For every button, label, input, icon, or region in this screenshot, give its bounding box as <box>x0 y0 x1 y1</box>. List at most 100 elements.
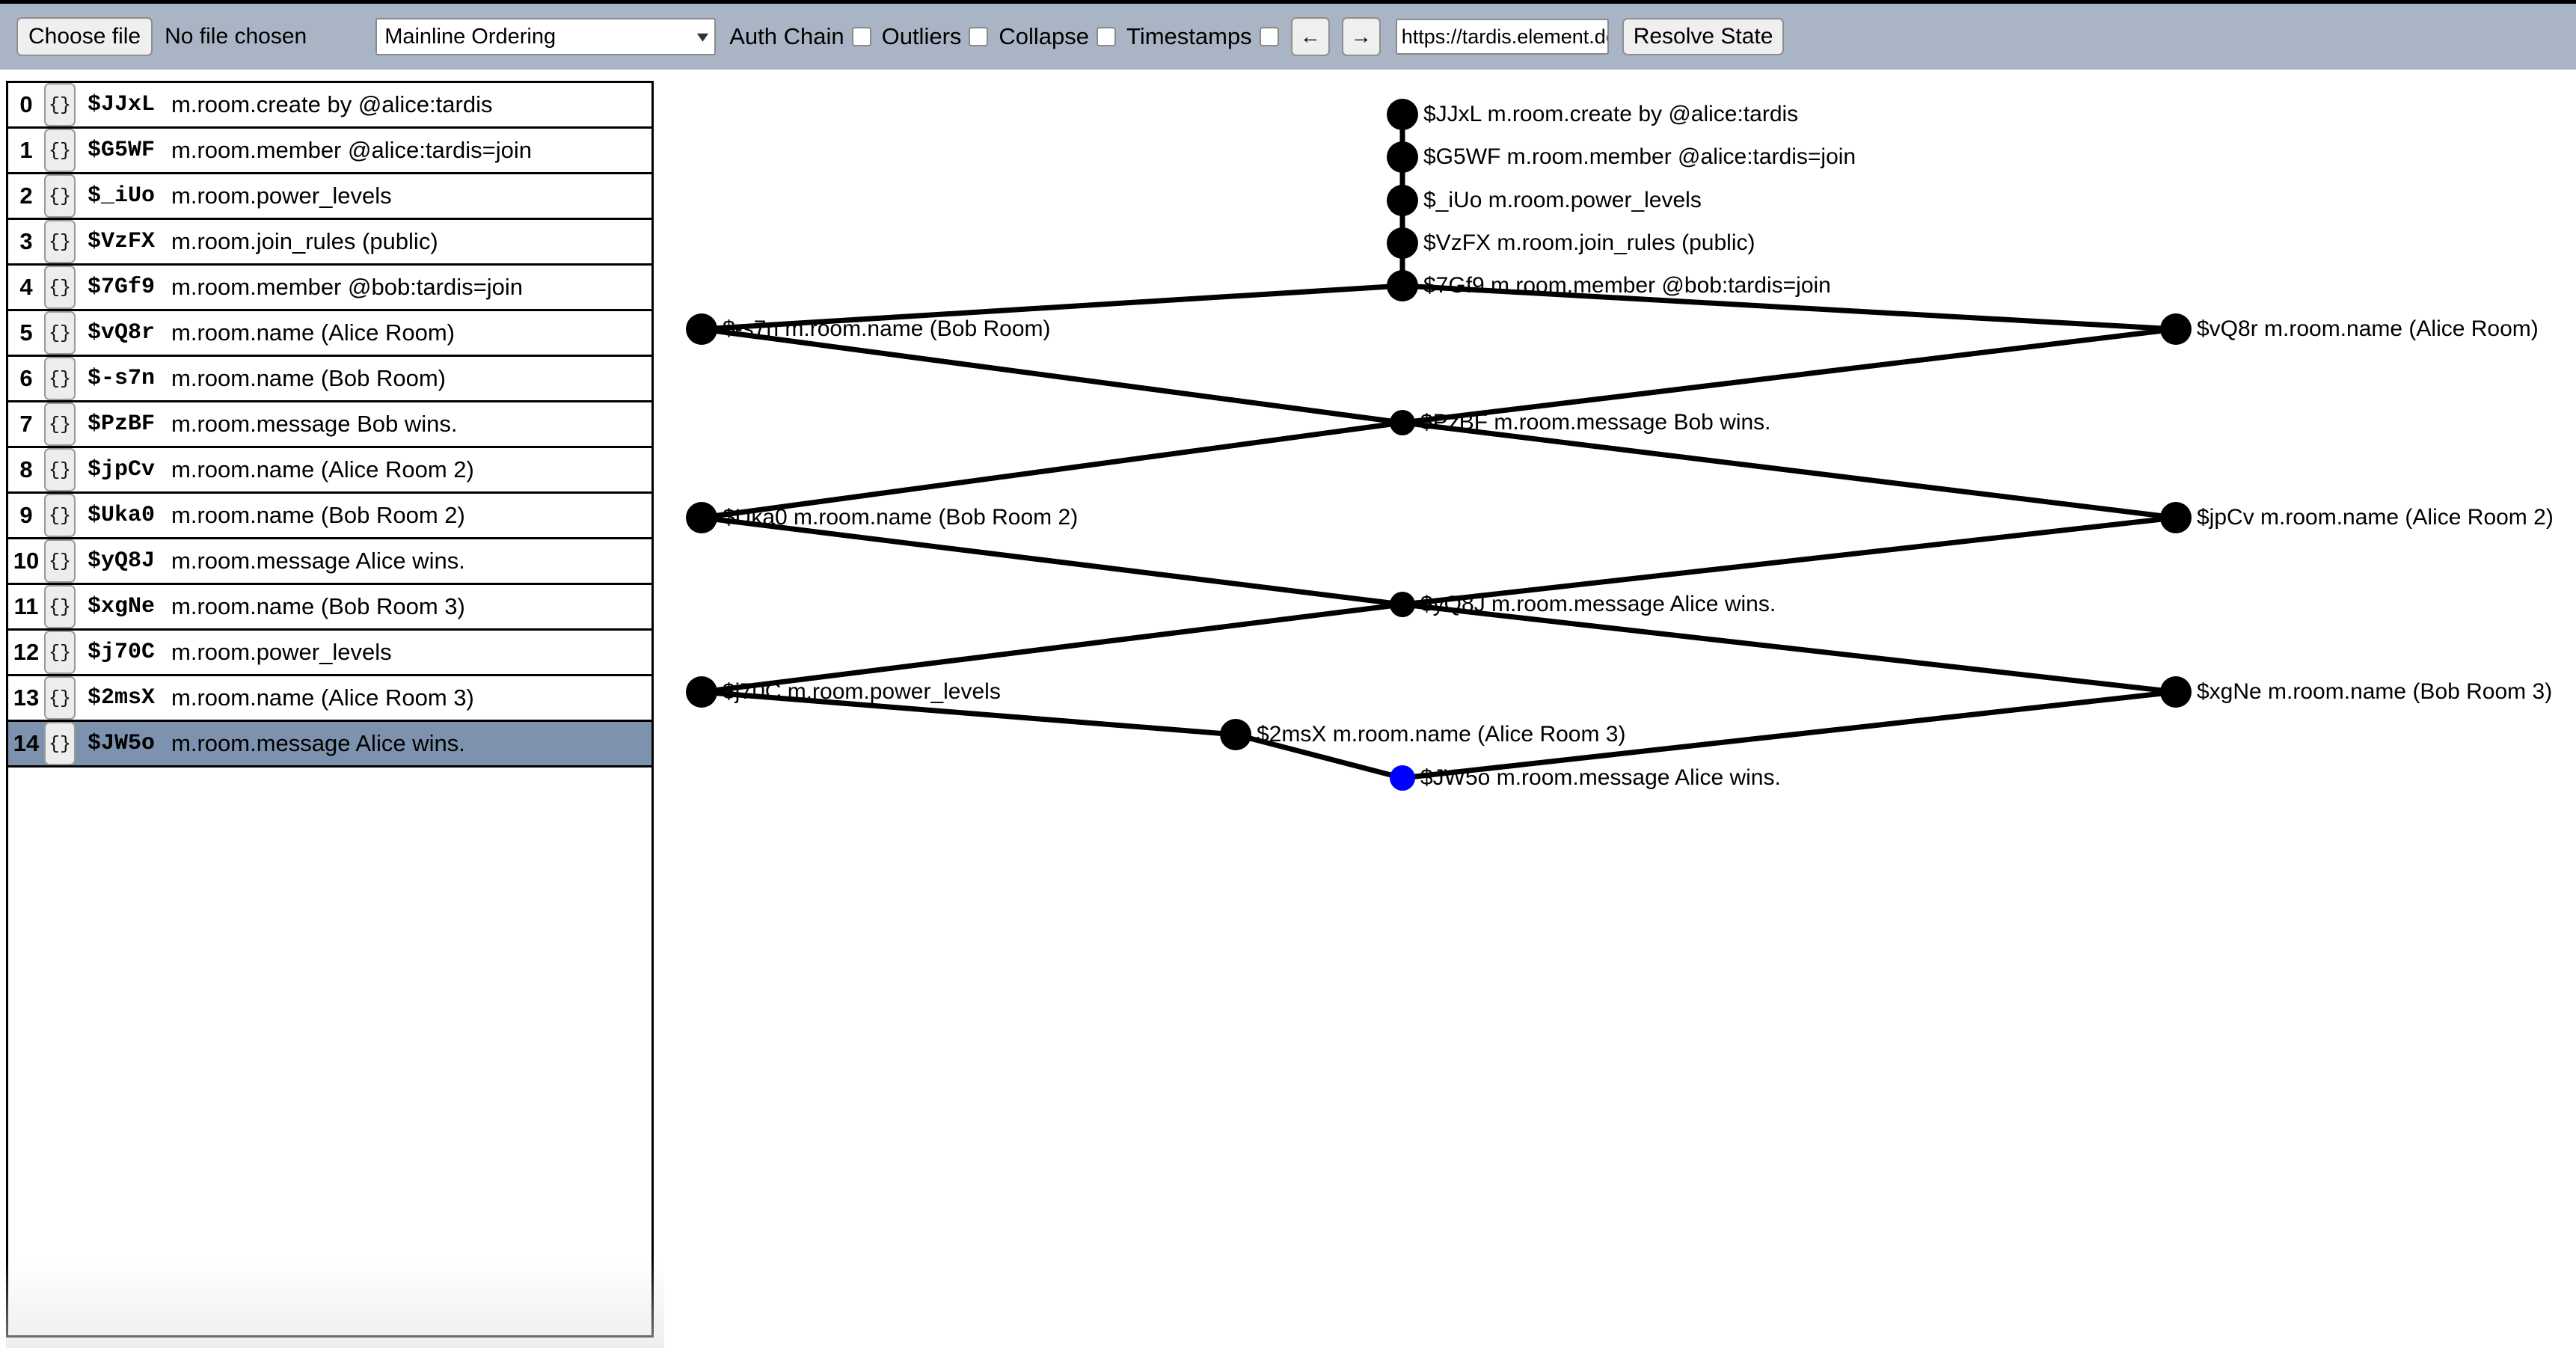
event-row-description: m.room.join_rules (public) <box>171 228 438 254</box>
choose-file-button[interactable]: Choose file <box>16 17 153 56</box>
event-row-id: $vQ8r <box>88 320 156 346</box>
ordering-select[interactable]: Mainline Ordering ▾ <box>375 18 717 55</box>
toolbar: Choose file No file chosen Mainline Orde… <box>0 0 2576 70</box>
event-list-row[interactable]: 2 {} $_iUo m.room.power_levels <box>8 174 651 220</box>
graph-node[interactable] <box>686 502 717 533</box>
auth-chain-checkbox[interactable] <box>851 27 871 46</box>
graph-node[interactable] <box>2160 502 2192 533</box>
event-row-index: 4 <box>19 274 33 300</box>
outliers-checkbox-group[interactable]: Outliers <box>882 23 989 50</box>
event-row-id: $j70C <box>88 640 156 665</box>
collapse-label: Collapse <box>999 23 1090 49</box>
timestamps-label: Timestamps <box>1126 23 1252 49</box>
collapse-checkbox[interactable] <box>1097 27 1117 46</box>
event-row-index: 7 <box>19 411 33 437</box>
event-row-description: m.room.create by @alice:tardis <box>171 91 493 117</box>
graph-node[interactable] <box>1387 270 1418 301</box>
graph-node[interactable] <box>686 676 717 708</box>
event-dag-graph[interactable]: $JJxL m.room.create by @alice:tardis$G5W… <box>666 75 2576 1348</box>
event-list-row[interactable]: 4 {} $7Gf9 m.room.member @bob:tardis=join <box>8 266 651 311</box>
event-row-index: 1 <box>19 137 33 163</box>
event-row-description: m.room.name (Bob Room) <box>171 365 446 391</box>
graph-canvas <box>686 99 2192 791</box>
auth-chain-label: Auth Chain <box>729 23 844 49</box>
url-input[interactable]: https://tardis.element.dev <box>1395 19 1609 55</box>
event-json-button[interactable]: {} <box>44 631 76 674</box>
graph-edge <box>1402 601 2177 695</box>
timestamps-checkbox-group[interactable]: Timestamps <box>1126 23 1279 50</box>
event-json-button[interactable]: {} <box>44 585 76 628</box>
graph-edge <box>1402 689 2177 781</box>
auth-chain-checkbox-group[interactable]: Auth Chain <box>729 23 871 50</box>
graph-node[interactable] <box>1387 99 1418 130</box>
event-json-button[interactable]: {} <box>44 448 76 491</box>
event-row-id: $_iUo <box>88 183 156 209</box>
event-row-id: $JW5o <box>88 731 156 756</box>
event-row-id: $JJxL <box>88 92 156 117</box>
timestamps-checkbox[interactable] <box>1259 27 1279 46</box>
event-list-row[interactable]: 6 {} $-s7n m.room.name (Bob Room) <box>8 357 651 402</box>
event-row-id: $PzBF <box>88 411 156 437</box>
event-list-row[interactable]: 5 {} $vQ8r m.room.name (Alice Room) <box>8 311 651 357</box>
graph-node[interactable] <box>1220 719 1251 750</box>
graph-node[interactable] <box>2160 676 2192 708</box>
collapse-checkbox-group[interactable]: Collapse <box>999 23 1117 50</box>
graph-edge <box>1402 326 2177 426</box>
forward-arrow-icon[interactable]: → <box>1341 17 1381 56</box>
event-json-button[interactable]: {} <box>44 539 76 583</box>
event-row-index: 2 <box>19 183 33 209</box>
graph-node[interactable] <box>1387 141 1418 173</box>
event-row-index: 10 <box>13 548 40 574</box>
event-json-button[interactable]: {} <box>44 357 76 400</box>
outliers-checkbox[interactable] <box>969 27 989 46</box>
graph-edge <box>701 326 1403 426</box>
graph-node[interactable] <box>686 313 717 345</box>
event-json-button[interactable]: {} <box>44 174 76 218</box>
event-json-button[interactable]: {} <box>44 220 76 263</box>
event-row-id: $G5WF <box>88 138 156 163</box>
graph-edge <box>1402 515 2177 607</box>
event-row-index: 5 <box>19 319 33 346</box>
graph-node[interactable] <box>1390 592 1415 617</box>
ordering-select-value: Mainline Ordering <box>384 24 556 49</box>
event-row-index: 9 <box>19 502 33 528</box>
event-json-button[interactable]: {} <box>44 402 76 446</box>
graph-node[interactable] <box>1387 227 1418 259</box>
event-json-button[interactable]: {} <box>44 722 76 765</box>
graph-edge <box>1402 283 2177 332</box>
event-json-button[interactable]: {} <box>44 676 76 720</box>
event-row-id: $xgNe <box>88 594 156 619</box>
resolve-state-button[interactable]: Resolve State <box>1622 18 1785 55</box>
event-row-description: m.room.power_levels <box>171 183 392 209</box>
event-row-index: 12 <box>13 639 40 665</box>
graph-node[interactable] <box>1387 185 1418 216</box>
graph-node[interactable] <box>1390 765 1415 791</box>
graph-edge <box>701 601 1403 695</box>
event-row-id: $7Gf9 <box>88 275 156 300</box>
event-json-button[interactable]: {} <box>44 129 76 172</box>
event-json-button[interactable]: {} <box>44 494 76 537</box>
event-json-button[interactable]: {} <box>44 83 76 126</box>
event-row-description: m.room.name (Alice Room) <box>171 319 455 346</box>
event-row-description: m.room.name (Bob Room 2) <box>171 502 465 528</box>
graph-node[interactable] <box>2160 313 2192 345</box>
graph-node[interactable] <box>1390 410 1415 435</box>
event-row-description: m.room.member @bob:tardis=join <box>171 274 523 300</box>
event-row-index: 6 <box>19 365 33 391</box>
event-row-id: $-s7n <box>88 366 156 391</box>
event-json-button[interactable]: {} <box>44 311 76 355</box>
back-arrow-icon[interactable]: ← <box>1290 17 1330 56</box>
event-json-button[interactable]: {} <box>44 266 76 309</box>
